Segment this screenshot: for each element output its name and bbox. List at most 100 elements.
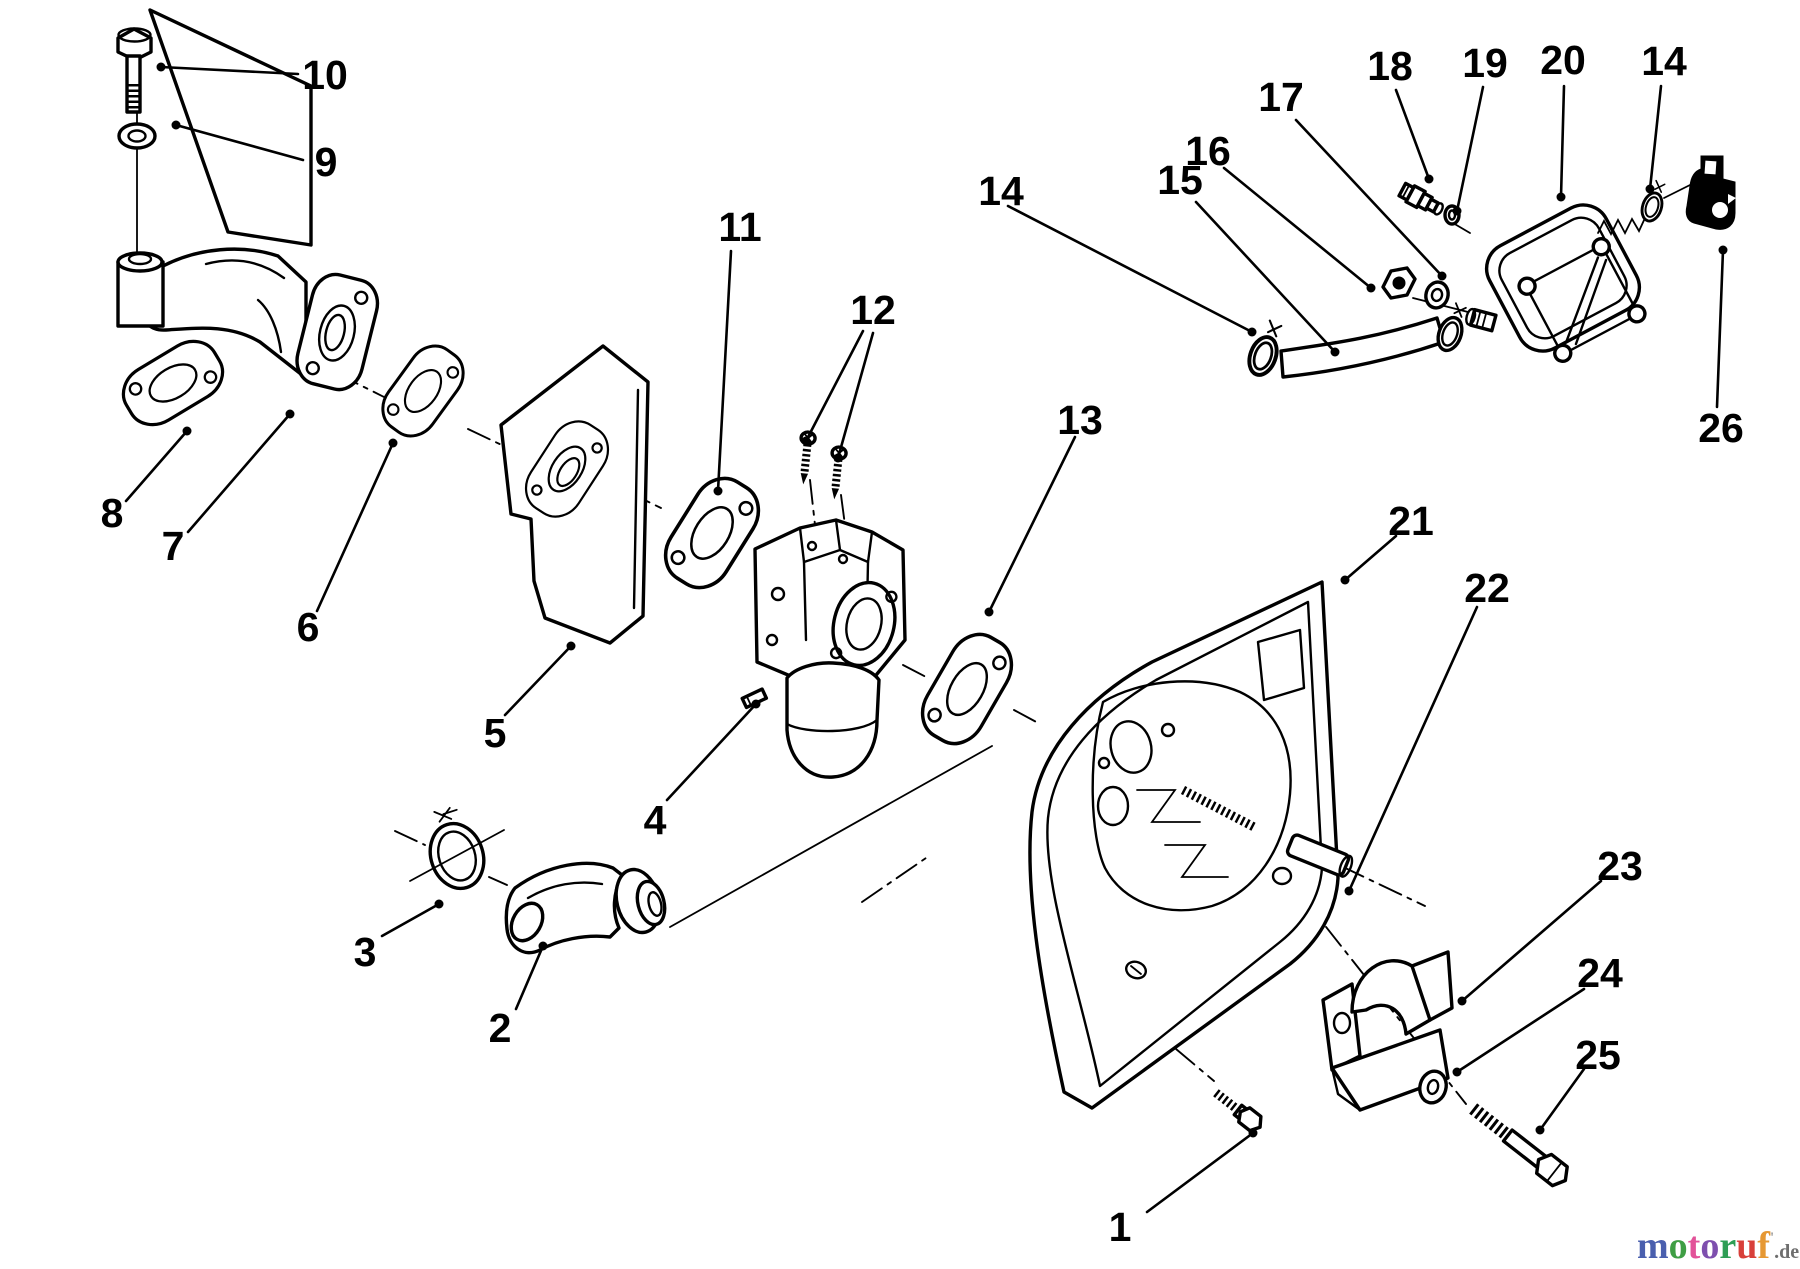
- leader-line: [174, 123, 305, 162]
- callout-number: 7: [162, 523, 185, 569]
- callout-15: 15: [1157, 157, 1340, 357]
- gasket-manifold: [112, 329, 234, 437]
- leader-dot: [182, 426, 192, 436]
- callout-number: 25: [1575, 1032, 1621, 1078]
- leader-dot: [833, 453, 843, 463]
- callout-number: 14: [1641, 38, 1687, 84]
- leader-line: [1715, 248, 1725, 409]
- leader-line: [1194, 200, 1337, 354]
- callout-26: 26: [1698, 245, 1744, 451]
- callout-number: 19: [1462, 40, 1508, 86]
- leader-dot: [538, 941, 548, 951]
- leader-line: [1460, 879, 1603, 1003]
- callout-11: 11: [713, 204, 762, 496]
- leader-dot: [1247, 327, 1257, 337]
- leader-line: [159, 65, 300, 76]
- leader-dot: [751, 699, 761, 709]
- callout-number: 12: [850, 287, 896, 333]
- callout-23: 23: [1457, 843, 1643, 1006]
- callout-number: 11: [718, 204, 761, 250]
- callout-number: 6: [297, 604, 320, 650]
- callout-number: 13: [1057, 397, 1103, 443]
- callout-12: 12: [801, 287, 896, 463]
- hose-clamp-left: [1242, 316, 1290, 381]
- callout-number: 18: [1367, 43, 1413, 89]
- heat-shield: [499, 344, 650, 645]
- leader-dot: [1452, 206, 1462, 216]
- flat-washer: [1418, 1069, 1448, 1105]
- watermark-logo: motoruf'.de: [1637, 1225, 1799, 1267]
- leader-line: [836, 331, 875, 460]
- pump-inlet-barb: [1465, 307, 1498, 333]
- callout-10: 10: [156, 52, 348, 98]
- leader-line: [1343, 534, 1398, 582]
- fuel-pump: [1465, 203, 1647, 363]
- leader-dot: [1340, 575, 1350, 585]
- leader-line: [514, 944, 545, 1011]
- leader-dot: [285, 409, 295, 419]
- callout-number: 16: [1185, 128, 1231, 174]
- sealing-washer: [117, 122, 157, 150]
- leader-line: [1222, 166, 1373, 290]
- hose-clamp-pump: [1637, 177, 1671, 226]
- leader-dot: [1457, 996, 1467, 1006]
- callout-number: 14: [978, 168, 1024, 214]
- gasket-shield-front: [371, 335, 475, 447]
- leader-dot: [1424, 174, 1434, 184]
- fitting-washer: [1424, 280, 1450, 310]
- callout-number: 3: [354, 929, 377, 975]
- spacer-bushing: [1285, 833, 1354, 878]
- leader-line: [380, 902, 441, 938]
- leader-dot: [171, 120, 181, 130]
- leader-dot: [713, 486, 723, 496]
- fuel-line-clip: [1685, 155, 1736, 230]
- pipe-to-plate-line: [669, 745, 993, 928]
- mount-screw: [1213, 1089, 1263, 1133]
- callout-19: 19: [1452, 40, 1508, 216]
- callout-9: 9: [171, 120, 337, 185]
- leader-line: [1648, 84, 1663, 191]
- gasket-carb-front: [652, 465, 772, 601]
- fuel-hose: [1279, 316, 1446, 379]
- leader-line: [665, 702, 758, 802]
- intake-manifold: [116, 247, 380, 392]
- fuel-pump-cover-plate: [1517, 237, 1647, 363]
- leader-line: [1394, 88, 1431, 181]
- leader-dot: [434, 899, 444, 909]
- callout-number: 1: [1109, 1204, 1132, 1250]
- callout-1: 1: [1109, 1128, 1258, 1250]
- leader-line: [186, 412, 292, 534]
- manifold-flange: [295, 272, 380, 392]
- leader-dot: [984, 607, 994, 617]
- callout-14: 14: [978, 168, 1257, 337]
- leader-dot: [1366, 283, 1376, 293]
- leader-dot: [1535, 1125, 1545, 1135]
- callout-21: 21: [1340, 498, 1434, 585]
- leader-dot: [1248, 1128, 1258, 1138]
- callout-number: 8: [101, 490, 124, 536]
- callout-5: 5: [484, 641, 576, 756]
- callout-7: 7: [162, 409, 295, 569]
- callout-number: 2: [489, 1005, 512, 1051]
- leader-line: [1347, 605, 1479, 893]
- leader-dot: [801, 436, 811, 446]
- callout-18: 18: [1367, 43, 1434, 184]
- leader-line: [804, 329, 865, 443]
- leader-dot: [388, 438, 398, 448]
- carburetor: [740, 518, 907, 779]
- leader-line: [1538, 1067, 1586, 1132]
- leader-line: [1559, 84, 1566, 199]
- callout-24: 24: [1452, 950, 1623, 1077]
- leader-line: [1294, 118, 1444, 278]
- leader-dot: [156, 62, 166, 72]
- leader-dot: [1452, 1067, 1462, 1077]
- leader-line: [503, 644, 573, 717]
- callout-number: 5: [484, 710, 507, 756]
- leader-dot: [1556, 192, 1566, 202]
- leader-dot: [1718, 245, 1728, 255]
- leader-line: [124, 429, 189, 503]
- leader-line: [1006, 204, 1254, 334]
- gasket-carb-rear: [910, 622, 1024, 756]
- throttle-stud: [1180, 786, 1257, 831]
